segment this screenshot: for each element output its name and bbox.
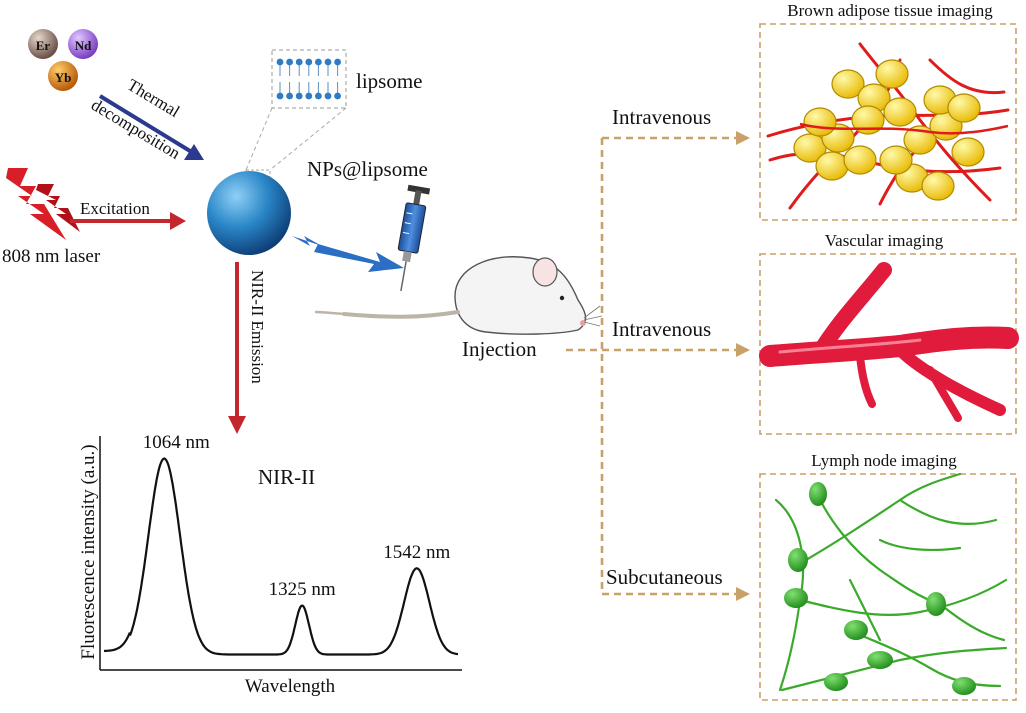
injection-label: Injection xyxy=(462,337,537,361)
lymph-panel xyxy=(759,473,1017,701)
lipid-head-icon xyxy=(324,92,332,100)
lipid-head-icon xyxy=(276,58,284,66)
excitation-arrow xyxy=(70,212,186,230)
lipid-head-icon xyxy=(305,58,313,66)
emission-arrow xyxy=(228,262,246,434)
route-top-label: Intravenous xyxy=(612,105,711,129)
peak-label: 1325 nm xyxy=(269,579,336,600)
yb-label: Yb xyxy=(55,70,72,85)
lymph-illustration xyxy=(774,472,1008,695)
nps-liposome-label: NPs@lipsome xyxy=(307,157,428,181)
mouse-icon xyxy=(314,256,603,335)
lymph-node xyxy=(788,548,808,572)
fat-cell xyxy=(879,145,913,175)
bat-panel xyxy=(759,23,1017,221)
fat-cell xyxy=(883,97,917,127)
peak-label: 1542 nm xyxy=(383,542,450,563)
er-label: Er xyxy=(36,38,51,53)
lipid-bilayer-icon xyxy=(276,58,341,100)
yb-sphere xyxy=(48,61,78,91)
fat-cell xyxy=(903,125,937,155)
lymph-node xyxy=(809,482,827,506)
lipid-head-icon xyxy=(295,92,303,100)
thermal-decomposition-arrow: Thermal decomposition xyxy=(88,75,204,163)
peak-label: 1064 nm xyxy=(143,432,210,453)
vascular-title: Vascular imaging xyxy=(825,231,944,250)
lipid-head-icon xyxy=(305,92,313,100)
fat-cell xyxy=(851,105,885,135)
fat-cell xyxy=(947,93,981,123)
excitation-label: Excitation xyxy=(80,199,150,218)
lymph-node xyxy=(926,592,946,616)
chart-xlabel: Wavelength xyxy=(245,676,336,697)
nanoparticle-sphere xyxy=(207,171,291,255)
lipid-head-icon xyxy=(315,92,322,100)
lipid-head-icon xyxy=(295,58,303,66)
lipid-head-icon xyxy=(334,58,341,66)
lymph-node xyxy=(824,673,848,691)
fat-cell xyxy=(875,59,909,89)
laser-label: 808 nm laser xyxy=(2,246,101,267)
fat-cell xyxy=(803,107,837,137)
injection-flow-arrow xyxy=(292,236,404,272)
lymph-node xyxy=(784,588,808,608)
element-spheres: Er Nd Yb xyxy=(28,29,98,91)
route-connectors xyxy=(566,131,750,601)
peak-labels: 1064 nm 1325 nm 1542 nm xyxy=(143,432,451,600)
route-middle-label: Intravenous xyxy=(612,317,711,341)
spectrum-curve xyxy=(103,457,459,656)
bat-title: Brown adipose tissue imaging xyxy=(787,1,993,20)
lymph-node xyxy=(867,651,893,669)
fat-cell xyxy=(843,145,877,175)
lymph-node xyxy=(844,620,868,640)
vascular-illustration xyxy=(759,262,1019,422)
lipid-head-icon xyxy=(276,92,284,100)
nd-sphere xyxy=(68,29,98,59)
lymph-title: Lymph node imaging xyxy=(811,451,957,470)
er-sphere xyxy=(28,29,58,59)
nd-label: Nd xyxy=(75,38,92,53)
fat-cell xyxy=(815,151,849,181)
lipid-head-icon xyxy=(324,58,332,66)
fat-cell xyxy=(831,69,865,99)
liposome-inset: lipsome xyxy=(245,49,423,185)
lymph-node xyxy=(952,677,976,695)
route-bottom-label: Subcutaneous xyxy=(606,565,723,589)
lipid-head-icon xyxy=(286,58,293,66)
emission-label: NIR-II Emission xyxy=(248,270,267,384)
chart-ylabel: Fluorescence intensity (a.u.) xyxy=(78,444,99,659)
fat-cell xyxy=(921,171,955,201)
spectrum-chart: NIR-II Wavelength Fluorescence intensity… xyxy=(78,432,462,697)
syringe-icon xyxy=(397,184,431,292)
lipid-head-icon xyxy=(286,92,293,100)
liposome-label: lipsome xyxy=(356,69,423,93)
fat-cell xyxy=(951,137,985,167)
lipid-head-icon xyxy=(315,58,322,66)
lipid-head-icon xyxy=(334,92,341,100)
chart-title: NIR-II xyxy=(258,465,315,489)
laser-icon xyxy=(6,168,80,240)
bat-illustration xyxy=(766,42,1010,210)
